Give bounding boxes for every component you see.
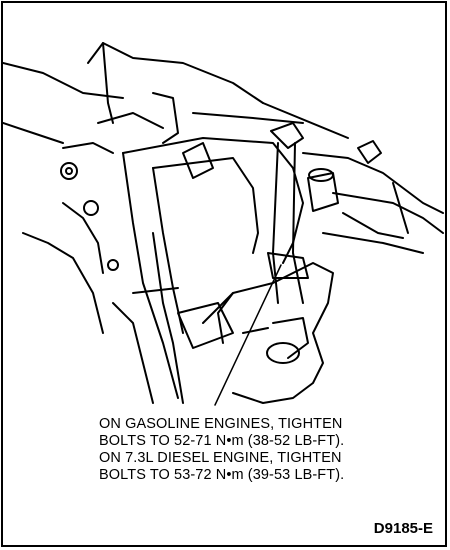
ratchet-wrench	[267, 122, 309, 304]
callout-line-4: BOLTS TO 53-72 N•m (39-53 LB-FT).	[99, 467, 345, 483]
callout-line-2: BOLTS TO 52-71 N•m (38-52 LB-FT).	[99, 433, 345, 449]
callout-leader-line	[214, 264, 282, 406]
engine-block-outline	[3, 42, 444, 404]
torque-callout: ON GASOLINE ENGINES, TIGHTEN BOLTS TO 52…	[99, 416, 399, 484]
callout-line-1: ON GASOLINE ENGINES, TIGHTEN	[99, 416, 343, 432]
callout-line-3: ON 7.3L DIESEL ENGINE, TIGHTEN	[99, 450, 342, 466]
engine-bracket-illustration	[3, 42, 444, 406]
alternator-bracket	[122, 137, 339, 399]
hand	[202, 262, 334, 404]
bolt-heads	[60, 162, 119, 271]
figure-code: D9185-E	[373, 520, 433, 537]
